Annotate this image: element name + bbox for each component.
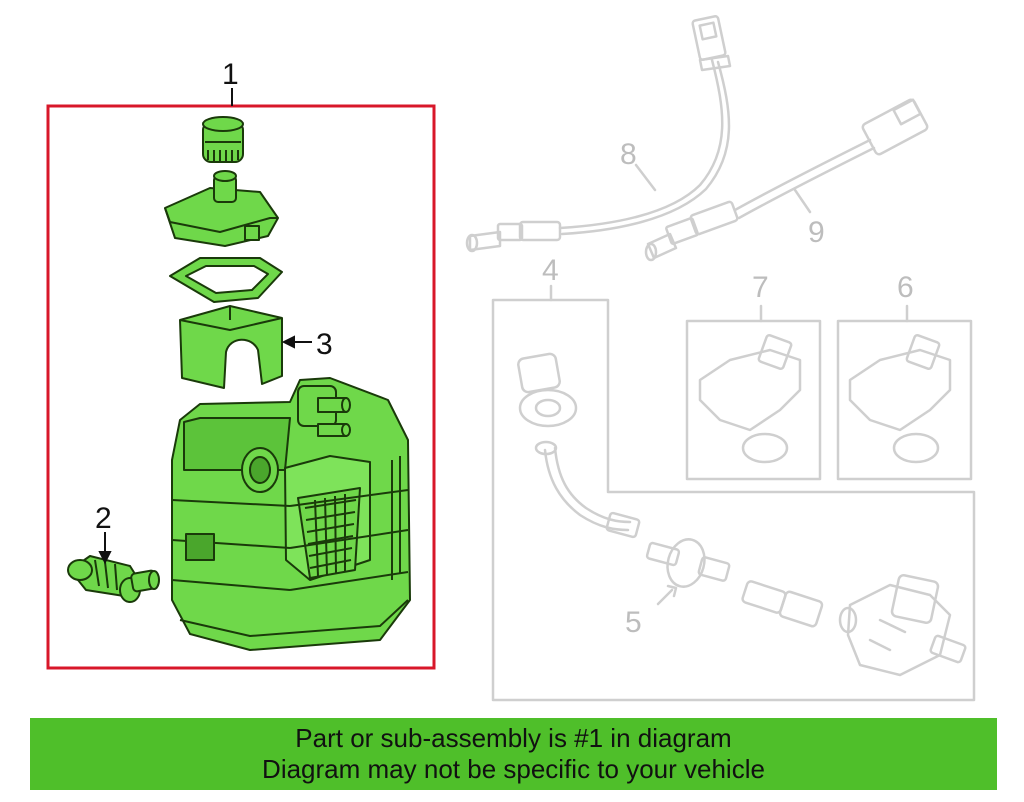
part-1-gasket[interactable] <box>169 257 283 303</box>
part-3-insulator[interactable] <box>179 305 283 389</box>
callout-8-leader <box>634 163 657 192</box>
callout-1: 1 <box>222 58 239 91</box>
part-7-box <box>685 319 822 481</box>
part-1-cover[interactable] <box>164 170 279 247</box>
part-5-check-valve[interactable] <box>645 535 731 606</box>
callout-9: 9 <box>808 216 825 249</box>
info-banner: Part or sub-assembly is #1 in diagram Di… <box>30 718 997 790</box>
callout-5: 5 <box>625 606 642 639</box>
ghost-parts <box>465 15 976 702</box>
callout-3: 3 <box>316 328 333 361</box>
part-1-canister[interactable] <box>171 377 411 651</box>
part-4-valve-hose[interactable] <box>517 352 641 539</box>
callout-7: 7 <box>752 271 769 304</box>
highlighted-parts <box>67 116 411 651</box>
callout-arrows <box>98 335 312 565</box>
part-6-box <box>836 319 973 481</box>
callout-8: 8 <box>620 138 637 171</box>
callout-9-leader <box>793 188 812 214</box>
part-6-pressure-sensor[interactable] <box>848 333 952 464</box>
selection-box <box>46 104 436 670</box>
part-5-hose-and-valve[interactable] <box>741 573 967 677</box>
callout-2: 2 <box>95 502 112 535</box>
callout-4: 4 <box>542 254 559 287</box>
part-9-oxygen-sensor[interactable] <box>644 98 929 262</box>
part-4-group-outline <box>491 298 976 702</box>
part-8-oxygen-sensor[interactable] <box>465 15 732 253</box>
part-1-cap[interactable] <box>202 116 244 163</box>
banner-line-1: Part or sub-assembly is #1 in diagram <box>295 723 732 753</box>
part-2-valve[interactable] <box>67 555 160 603</box>
part-7-pressure-sensor[interactable] <box>698 333 802 464</box>
callout-6: 6 <box>897 271 914 304</box>
banner-line-2: Diagram may not be specific to your vehi… <box>262 754 765 784</box>
